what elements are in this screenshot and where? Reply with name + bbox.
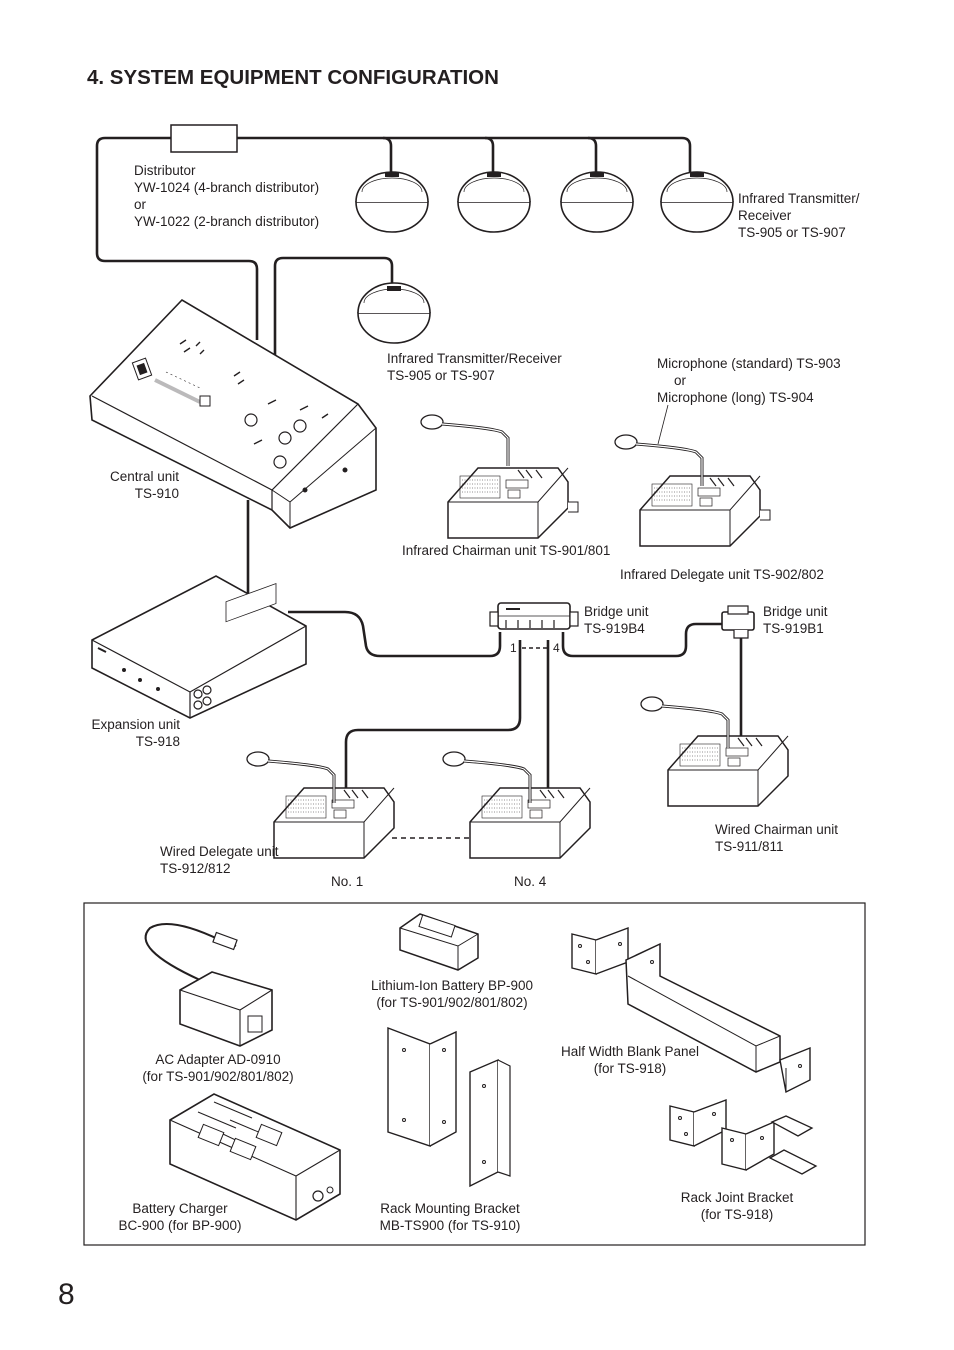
bridge-unit-b4 (489, 602, 579, 630)
blank-panel-label: Half Width Blank Panel(for TS-918) (560, 1044, 700, 1076)
ir-transceiver-2 (457, 171, 531, 233)
ir-delegate-label: Infrared Delegate unit TS-902/802 (620, 567, 824, 582)
accessories-box (83, 902, 866, 1246)
no4-label: No. 4 (514, 874, 547, 889)
central-unit (89, 298, 377, 529)
expansion-unit (91, 575, 307, 719)
rack-joint-bracket (669, 1098, 818, 1175)
distributor-box (170, 124, 238, 153)
port-1-label: 1 (510, 641, 517, 655)
blank-panel (571, 926, 811, 1094)
ir-chairman-unit (419, 413, 579, 539)
ac-adapter-label: AC Adapter AD-0910(for TS-901/902/801/80… (142, 1052, 294, 1084)
ir-transceiver-3 (560, 171, 634, 233)
bridge-unit-b1 (721, 605, 755, 639)
ir-transceiver-1 (355, 171, 429, 233)
ac-adapter (144, 923, 273, 1047)
no1-label: No. 1 (331, 874, 364, 889)
joint-bracket-label: Rack Joint Bracket(for TS-918) (680, 1190, 794, 1222)
battery-pack (399, 913, 479, 971)
port-4-label: 4 (553, 641, 560, 655)
wired-delegate-unit-4 (441, 750, 591, 859)
page-title: 4. SYSTEM EQUIPMENT CONFIGURATION (87, 66, 499, 89)
charger (169, 1093, 341, 1221)
ir-delegate-unit (613, 433, 771, 547)
ir-chairman-label: Infrared Chairman unit TS-901/801 (402, 543, 611, 558)
battery-label: Lithium-Ion Battery BP-900(for TS-901/90… (370, 978, 534, 1010)
rack-mounting-bracket (387, 1026, 511, 1188)
ir-transceiver-right-label: Infrared Transmitter/Receiver TS-905 or … (738, 191, 860, 240)
wired-chairman-unit (639, 695, 789, 807)
wired-cabling (288, 610, 743, 790)
distributor-cabling (95, 136, 692, 360)
ir-transceiver-4 (660, 171, 734, 233)
page-number: 8 (58, 1278, 75, 1311)
ir-transceiver-5 (357, 282, 431, 344)
microphone-label: Microphone (standard) TS-903 or Micropho… (657, 356, 841, 405)
